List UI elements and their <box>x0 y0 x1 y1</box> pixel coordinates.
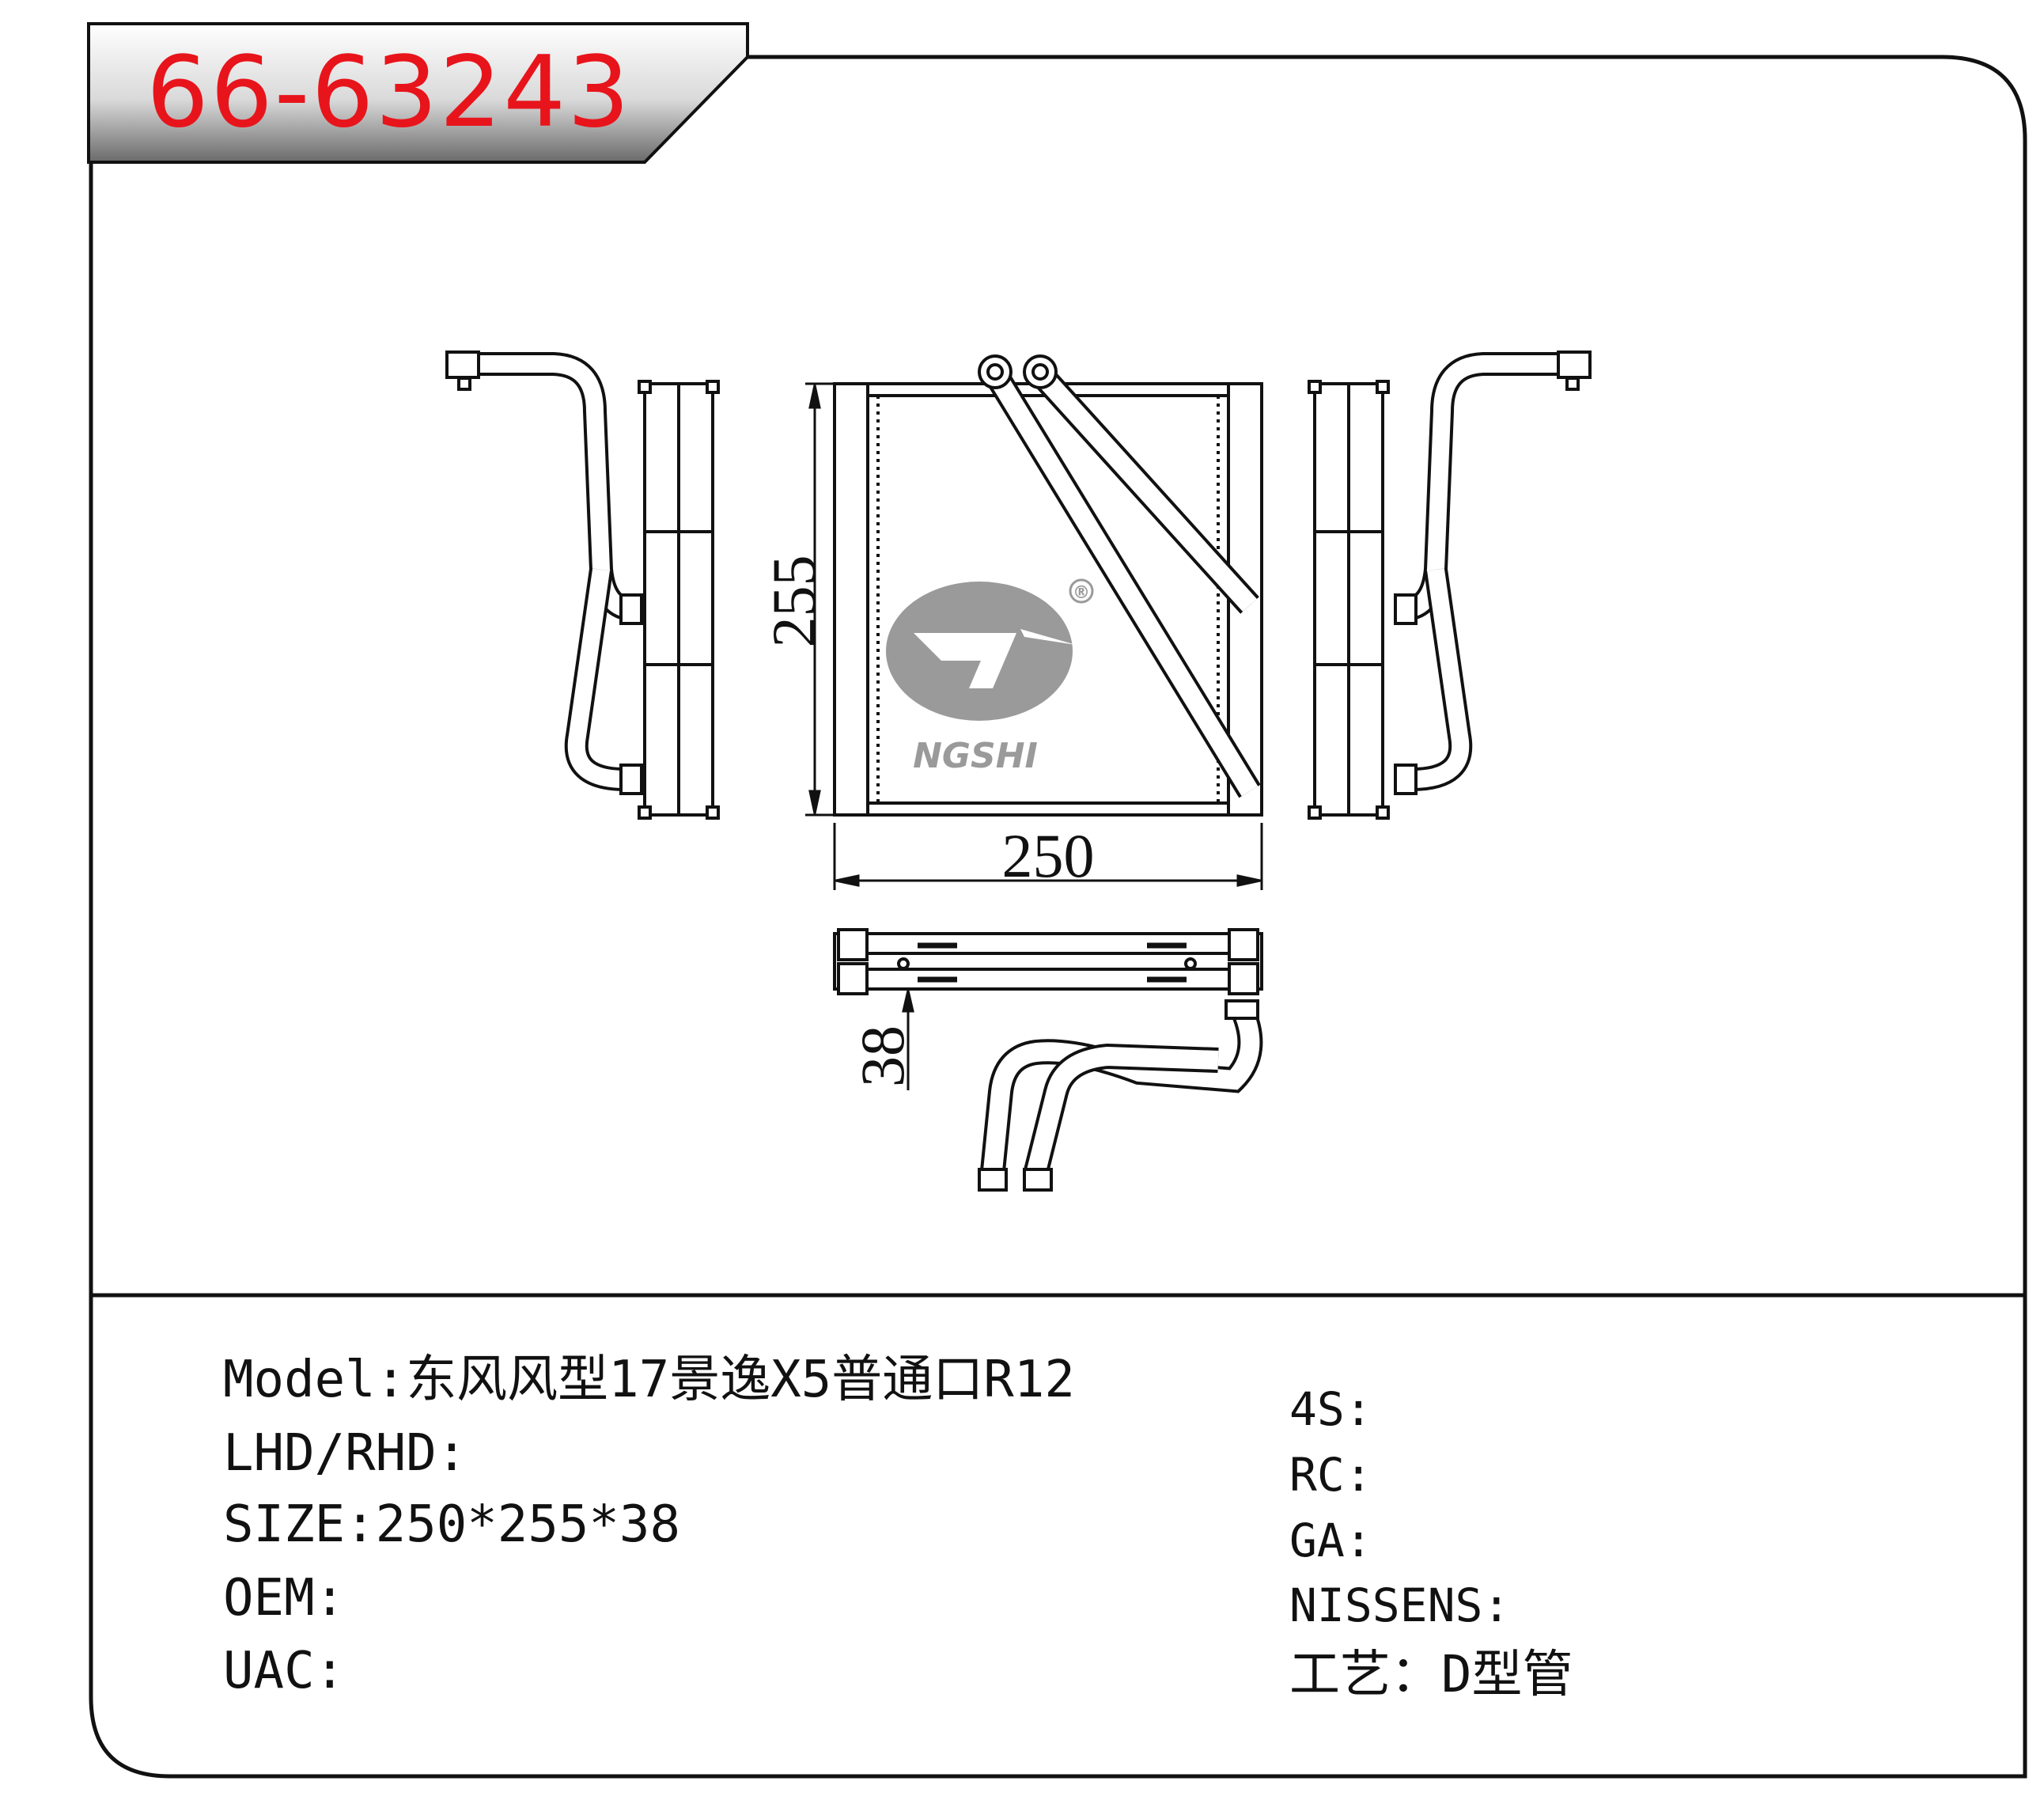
spec-size: SIZE:250*255*38 <box>223 1499 680 1550</box>
spec-value: 250*255*38 <box>375 1495 680 1554</box>
spec-oem: OEM: <box>223 1573 345 1624</box>
dim-depth-label: 38 <box>848 1025 917 1087</box>
dim-height-label: 255 <box>759 555 828 648</box>
dimension-depth <box>902 989 914 1090</box>
spec-value: 东风风型17景逸X5普通口R12 <box>406 1351 1075 1409</box>
spec-model: Model:东风风型17景逸X5普通口R12 <box>223 1355 1075 1405</box>
logo-text: NGSHI <box>913 736 1038 776</box>
spec-label: 工艺： <box>1289 1646 1441 1704</box>
top-view <box>833 928 1263 1192</box>
left-side-view <box>445 351 720 820</box>
spec-process: 工艺：D型管 <box>1289 1650 1573 1700</box>
logo-registered-mark: ® <box>1073 583 1090 603</box>
spec-label: OEM: <box>223 1569 346 1628</box>
spec-uac: UAC: <box>223 1646 345 1696</box>
spec-ga: GA: <box>1289 1518 1372 1563</box>
spec-lhd-rhd: LHD/RHD: <box>223 1428 467 1479</box>
spec-label: RC: <box>1289 1448 1372 1502</box>
spec-label: GA: <box>1289 1514 1372 1567</box>
title-tab <box>87 22 749 164</box>
spec-label: Model: <box>223 1351 407 1409</box>
part-number-title: 66-63243 <box>146 36 631 150</box>
spec-label: SIZE: <box>223 1495 376 1554</box>
front-view <box>833 354 1263 817</box>
right-side-view <box>1308 351 1592 820</box>
spec-label: UAC: <box>223 1642 346 1700</box>
dimension-height <box>805 382 835 817</box>
outer-frame <box>89 55 2027 1779</box>
ngshi-logo <box>886 578 1094 721</box>
dim-width-label: 250 <box>1002 821 1095 890</box>
spec-nissens: NISSENS: <box>1289 1582 1510 1628</box>
spec-label: LHD/RHD: <box>223 1424 467 1483</box>
spec-value: D型管 <box>1441 1646 1573 1704</box>
spec-label: 4S: <box>1289 1382 1372 1436</box>
spec-label: NISSENS: <box>1289 1578 1511 1632</box>
spec-4s: 4S: <box>1289 1386 1372 1432</box>
dimension-width <box>833 823 1263 890</box>
spec-rc: RC: <box>1289 1452 1372 1498</box>
